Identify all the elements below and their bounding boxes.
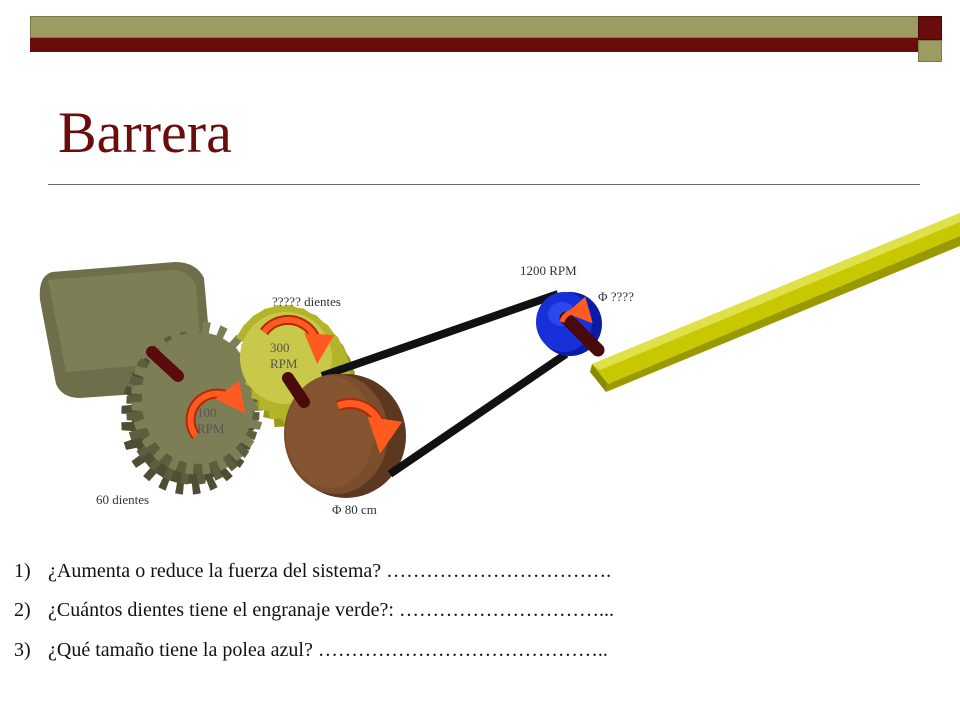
title-divider	[48, 184, 920, 185]
brown-pulley-diameter-label: Φ 80 cm	[332, 502, 377, 517]
question-text: ¿Cuántos dientes tiene el engranaje verd…	[48, 599, 614, 621]
question-1: 1) ¿Aumenta o reduce la fuerza del sistem…	[14, 560, 611, 583]
blue-pulley-rpm-label: 1200 RPM	[520, 263, 577, 278]
question-3: 3) ¿Qué tamaño tiene la polea azul? ………………	[14, 639, 608, 662]
question-number: 1)	[14, 560, 31, 582]
green-gear-teeth-label: ????? dientes	[272, 294, 341, 309]
top-bar-dark-red	[30, 38, 920, 52]
corner-square-olive	[918, 40, 942, 62]
belt-bottom	[387, 350, 569, 478]
barrier-arm	[590, 213, 960, 392]
green-gear-rotation-arrow	[261, 316, 335, 364]
motor-shaft	[146, 346, 184, 382]
olive-gear-rpm-label: 100 RPM	[197, 405, 225, 436]
blue-pulley-diameter-label: Φ ????	[598, 289, 634, 304]
corner-square-red	[918, 16, 942, 40]
question-number: 2)	[14, 599, 31, 621]
green-gear-rpm-label: 300 RPM	[270, 340, 298, 371]
belt-top	[320, 290, 560, 380]
question-text: ¿Qué tamaño tiene la polea azul? ……………………	[48, 639, 608, 661]
blue-pulley-rotation-arrow	[559, 296, 593, 324]
slide-title: Barrera	[58, 100, 232, 165]
olive-gear-rotation-arrow	[187, 380, 246, 438]
olive-gear-teeth-label: 60 dientes	[96, 492, 150, 507]
question-number: 3)	[14, 639, 31, 661]
question-text: ¿Aumenta o reduce la fuerza del sistema?…	[48, 560, 612, 582]
brown-pulley-rotation-arrow	[336, 400, 403, 454]
question-2: 2) ¿Cuántos dientes tiene el engranaje ve…	[14, 599, 614, 622]
brown-pulley-shaft	[282, 372, 310, 408]
